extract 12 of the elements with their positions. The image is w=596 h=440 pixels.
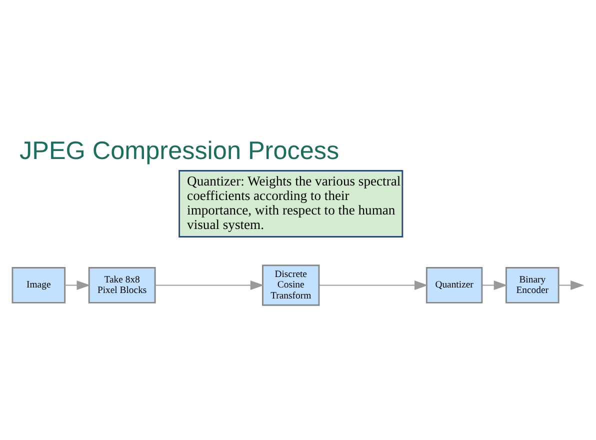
node-box: Quantizer <box>426 267 483 304</box>
arrow <box>482 280 508 290</box>
diagram-title: JPEG Compression Process <box>20 136 340 165</box>
node-box: Take 8x8 Pixel Blocks <box>88 267 156 304</box>
arrow <box>318 280 428 290</box>
node-box: Discrete Cosine Transform <box>262 264 320 306</box>
arrow <box>558 280 584 290</box>
arrow <box>64 280 90 290</box>
node-box: Image <box>12 267 66 304</box>
node-box: Binary Encoder <box>505 267 560 304</box>
node-box: Quantizer: Weights the various spectral coefficients according to their importance, with respect to the human visual system. <box>178 170 404 238</box>
arrow <box>154 280 264 290</box>
